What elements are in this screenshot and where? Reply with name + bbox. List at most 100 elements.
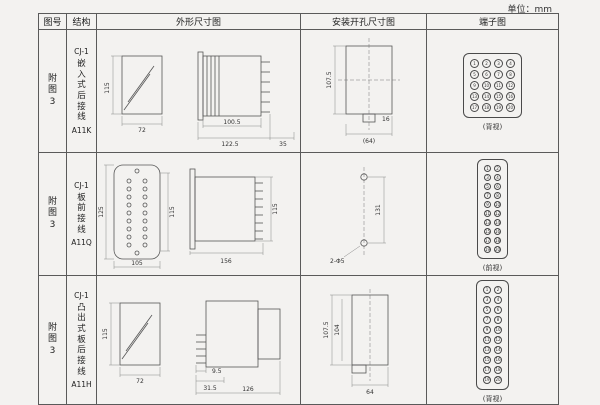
terminal-pin: 6 [494,306,502,314]
terminal-pin: 5 [483,306,491,314]
front-dim-lines [103,164,170,269]
install-drawing: 107.5 16 (64) [326,38,400,145]
terminal-pin: 18 [494,237,501,245]
terminal-pin: 13 [483,346,491,354]
dim-label: 125 [98,206,105,218]
view-label: (背视) [482,395,503,403]
terminal-pin: 1 [470,59,479,69]
dim-label: 107.5 [326,71,333,88]
terminal-pin: 8 [506,70,515,80]
dim-label: 156 [220,258,232,265]
code-label: A11H [71,380,92,390]
terminal-pin: 5 [470,70,479,80]
fig-cell: 附图3 [38,152,67,276]
terminal-pin: 12 [494,210,501,218]
terminal-pin: 2 [482,59,491,69]
side-view [195,300,280,368]
structure-label: 凸出式板后接线 [77,302,86,377]
terminal-pin: 13 [484,219,491,227]
install-dim-lines [332,45,392,136]
dim-label: 72 [136,378,144,385]
col-header-install: 安装开孔尺寸图 [300,13,427,30]
terminal-pin: 7 [483,316,491,324]
terminal-pin: 13 [470,92,479,102]
terminal-pin: 15 [494,92,503,102]
terminal-pin: 1 [484,165,491,173]
terminal-pin: 6 [494,183,501,191]
fig-cell: 附图3 [38,29,67,153]
unit-label: 单位：mm [507,5,552,15]
terminal-pin: 15 [484,228,491,236]
terminal-pin: 10 [494,201,501,209]
dim-label: 131 [375,204,382,216]
terminal-pin: 20 [494,376,502,384]
dim-label: 100.5 [223,119,240,126]
dim-label: 107.5 [323,321,330,338]
model-label: CJ-1 [74,180,89,190]
dim-label: 72 [138,127,146,134]
terminal-pin: 11 [494,81,503,91]
terminal-pin: 3 [484,174,491,182]
dim-label: 2-Φ5 [330,258,345,265]
table-row: 附图3 CJ-1 凸出式板后接线 A11H 115 [38,275,559,405]
terminal-pin: 4 [494,296,502,304]
front-dim-lines [110,55,162,126]
outline-drawing: 115 72 9.5 31.5 [102,300,280,395]
terminal-pin: 9 [484,201,491,209]
terminal-pin: 18 [494,366,502,374]
terminal-pin: 9 [483,326,491,334]
install-dim-lines [343,176,386,258]
fig-number: 附图3 [47,323,57,356]
structure-label: 嵌入式后接线 [77,59,86,123]
terminal-pin: 14 [482,92,491,102]
col-header-structure: 结构 [66,13,97,30]
view-label: (背视) [482,123,503,132]
terminal-pin: 11 [483,336,491,344]
terminal-pin: 2 [494,286,502,294]
outline-drawing: 125 105 115 156 [98,164,279,269]
terminal-pin: 8 [494,316,502,324]
dim-label: 9.5 [212,368,222,375]
terminal-pin: 15 [483,356,491,364]
terminal-pin: 16 [494,356,502,364]
view-label: (前视) [482,264,503,273]
side-dim-lines [197,114,294,140]
front-view [119,302,160,366]
dim-label: 64 [366,389,374,396]
dim-label: 115 [272,203,279,215]
terminal-pin: 8 [494,192,501,200]
terminal-pin: 17 [470,103,479,113]
dim-label: 35 [279,141,287,148]
col-header-terminal: 端子图 [426,13,559,30]
terminal-pin: 17 [484,237,491,245]
terminal-pin: 10 [494,326,502,334]
front-dim-lines [108,302,160,377]
install-cell: 107.5 16 (64) [300,29,427,153]
terminal-pin: 19 [484,246,491,254]
side-view [197,51,270,121]
fig-cell: 附图3 [38,275,67,405]
terminal-pin: 14 [494,219,501,227]
table-row: 附图3 CJ-1 嵌入式后接线 A11K 115 [38,29,559,153]
terminal-pin: 16 [506,92,515,102]
outline-cell: 115 72 9.5 31.5 [96,275,301,405]
terminal-pin: 10 [482,81,491,91]
terminal-pin: 4 [506,59,515,69]
code-label: A11Q [71,238,92,248]
terminal-pin: 3 [494,59,503,69]
dim-label: 115 [169,206,176,218]
terminal-pin: 16 [494,228,501,236]
col-header-fig: 图号 [38,13,67,30]
spec-table: 图号 结构 外形尺寸图 安装开孔尺寸图 端子图 附图3 CJ-1 嵌入式后接线 … [38,13,559,405]
centerlines [337,38,400,130]
header-row: 图号 结构 外形尺寸图 安装开孔尺寸图 端子图 [38,13,559,30]
front-view [121,55,162,115]
terminal-pin: 5 [484,183,491,191]
terminal-pin: 7 [484,192,491,200]
dim-label: 115 [104,82,111,94]
dim-label: 115 [102,328,109,340]
dim-label: 104 [334,324,341,336]
